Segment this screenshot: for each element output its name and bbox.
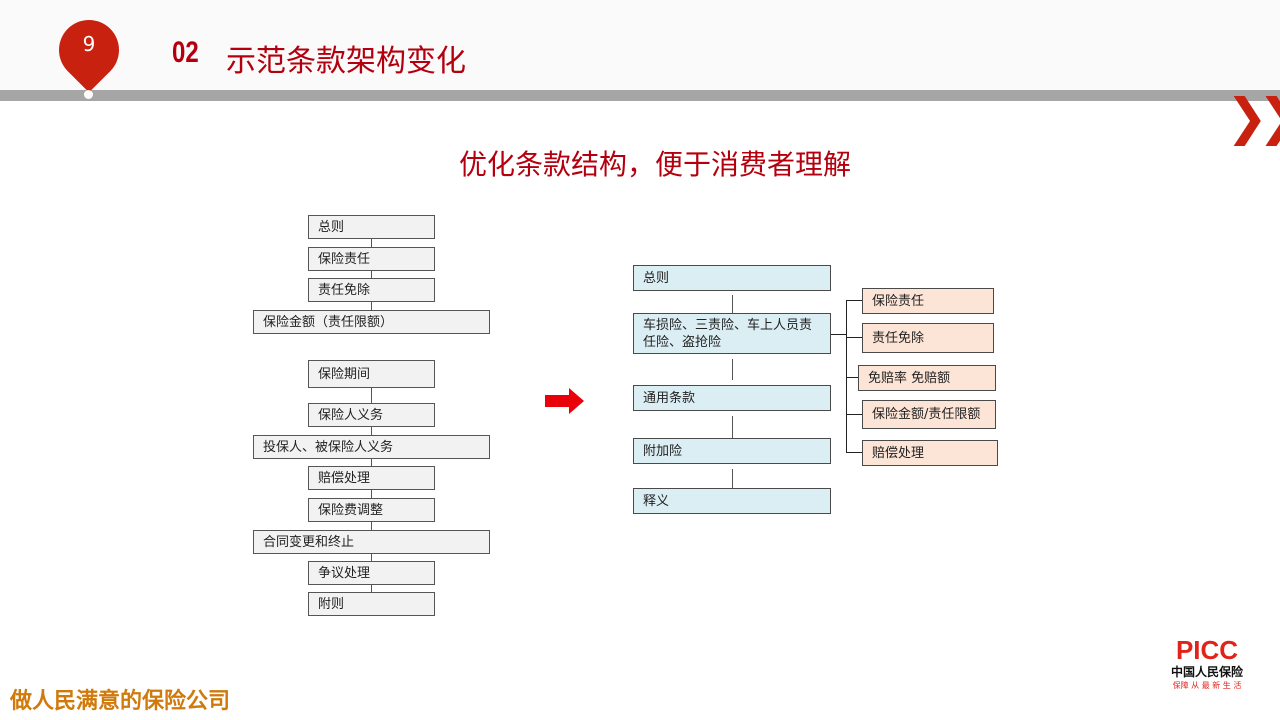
new-main-item: 释义 xyxy=(633,488,831,514)
picc-logo: PICC 中国人民保险 保障 从 最 新 生 活 xyxy=(1138,622,1276,717)
gap xyxy=(360,334,384,360)
logo-brand: PICC xyxy=(1175,635,1239,665)
old-item: 保险期间 xyxy=(308,360,435,388)
new-main-item: 车损险、三责险、车上人员责任险、盗抢险 xyxy=(633,313,831,354)
new-main-item: 通用条款 xyxy=(633,385,831,411)
old-item: 投保人、被保险人义务 xyxy=(253,435,490,459)
new-sub-item: 责任免除 xyxy=(862,323,994,353)
gap xyxy=(727,464,738,469)
page-number: 9 xyxy=(82,32,96,56)
section-title: 示范条款架构变化 xyxy=(226,44,466,79)
logo-name: 中国人民保险 xyxy=(1170,665,1243,679)
new-sub-item: 保险责任 xyxy=(862,288,994,314)
bracket-line xyxy=(846,300,847,453)
old-item: 合同变更和终止 xyxy=(253,530,490,554)
old-item: 保险费调整 xyxy=(308,498,435,522)
pin-dot xyxy=(84,90,93,99)
new-sub-item: 免赔率 免赔额 xyxy=(858,365,996,391)
gap xyxy=(727,291,738,294)
old-item: 保险人义务 xyxy=(308,403,435,427)
slide-subtitle: 优化条款结构，便于消费者理解 xyxy=(458,148,851,181)
bracket-line xyxy=(846,337,862,338)
old-item: 责任免除 xyxy=(308,278,435,302)
old-item: 附则 xyxy=(308,592,435,616)
new-main-item: 总则 xyxy=(633,265,831,291)
old-item: 争议处理 xyxy=(308,561,435,585)
old-item: 赔偿处理 xyxy=(308,466,435,490)
gap xyxy=(727,411,738,416)
bracket-line xyxy=(846,414,862,415)
bracket-line xyxy=(846,377,858,378)
new-sub-item: 保险金额/责任限额 xyxy=(862,400,996,429)
double-chevron-right-icon[interactable]: ❯❯ xyxy=(1226,88,1280,146)
header-background xyxy=(0,0,1280,90)
bracket-line xyxy=(846,452,862,453)
old-item: 总则 xyxy=(308,215,435,239)
arrow-right-icon xyxy=(545,388,584,414)
bracket-line xyxy=(831,334,846,335)
gap xyxy=(727,380,738,385)
new-connector-line xyxy=(732,295,733,313)
new-main-item: 附加险 xyxy=(633,438,831,464)
new-sub-item: 赔偿处理 xyxy=(862,440,998,466)
logo-tagline: 保障 从 最 新 生 活 xyxy=(1172,681,1242,690)
header-divider xyxy=(0,90,1280,101)
bracket-line xyxy=(846,300,862,301)
gap xyxy=(727,354,738,359)
old-item: 保险金额（责任限额） xyxy=(253,310,490,334)
old-item: 保险责任 xyxy=(308,247,435,271)
footer-slogan: 做人民满意的保险公司 xyxy=(10,689,231,714)
section-number: 02 xyxy=(172,36,199,69)
